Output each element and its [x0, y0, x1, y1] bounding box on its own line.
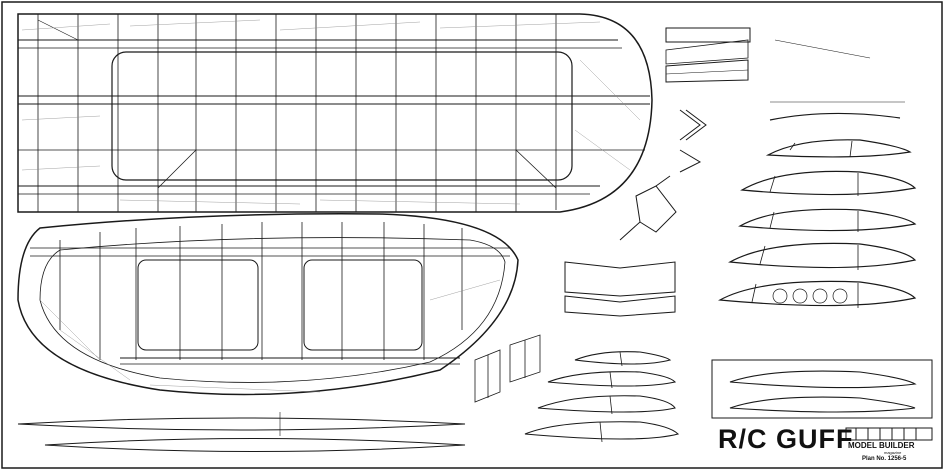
publisher-name: MODEL BUILDER	[848, 441, 915, 450]
stabilizer-drawing	[17, 213, 519, 396]
control-horn-detail	[619, 109, 707, 241]
publisher-suffix: magazine	[884, 450, 902, 455]
rib-profiles	[717, 139, 917, 308]
publisher-logo	[845, 427, 933, 441]
plan-number: Plan No. 1256-5	[862, 456, 907, 462]
hinge-detail	[474, 334, 541, 403]
stabilizer-outline	[17, 213, 519, 396]
dihedral-detail-drawing	[769, 101, 905, 121]
spar-strips	[17, 412, 466, 452]
tail-strips	[665, 27, 871, 83]
tail-sections	[524, 351, 680, 443]
wing-drawing	[17, 13, 653, 213]
plan-title: R/C GUFF	[718, 424, 854, 454]
wing-outline	[17, 13, 653, 213]
alternate-construction-box	[711, 359, 933, 419]
tail-panels	[564, 261, 676, 317]
